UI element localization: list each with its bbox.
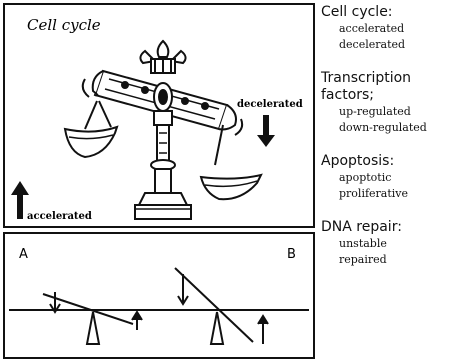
down-arrow-icon (257, 115, 275, 147)
legend-item: proliferative (321, 186, 451, 202)
legend-item: down-regulated (321, 120, 451, 136)
balance-scale-illustration: Cell cycle (5, 5, 313, 226)
lever-diagram: A B (5, 234, 313, 357)
label-b: B (287, 247, 296, 262)
legend-item: up-regulated (321, 104, 451, 120)
legend-item: unstable (321, 236, 451, 252)
legend-item: decelerated (321, 37, 451, 53)
label-a: A (19, 247, 28, 262)
right-scale-pan (201, 125, 261, 199)
scale-crown (140, 41, 185, 73)
legend-item: apoptotic (321, 170, 451, 186)
legend-heading: Apoptosis: (321, 153, 451, 170)
fulcrum-b (211, 312, 223, 344)
legend-heading: Cell cycle: (321, 4, 451, 21)
legend-group-transcription-factors: Transcription factors; up-regulated down… (321, 70, 451, 136)
legend-heading: Transcription factors; (321, 70, 451, 104)
legend-column: Cell cycle: accelerated decelerated Tran… (321, 4, 451, 285)
legend-group-dna-repair: DNA repair: unstable repaired (321, 219, 451, 268)
cell-cycle-panel: Cell cycle (3, 3, 315, 228)
lever-diagram-panel: A B (3, 232, 315, 359)
legend-item: repaired (321, 252, 451, 268)
fulcrum-a (87, 312, 99, 344)
decelerated-label: decelerated (237, 99, 303, 110)
legend-group-apoptosis: Apoptosis: apoptotic proliferative (321, 153, 451, 202)
cell-cycle-title: Cell cycle (27, 16, 101, 34)
accelerated-label: accelerated (27, 211, 92, 222)
legend-heading: DNA repair: (321, 219, 451, 236)
legend-item: accelerated (321, 21, 451, 37)
legend-group-cell-cycle: Cell cycle: accelerated decelerated (321, 4, 451, 53)
left-scale-pan (65, 101, 117, 157)
